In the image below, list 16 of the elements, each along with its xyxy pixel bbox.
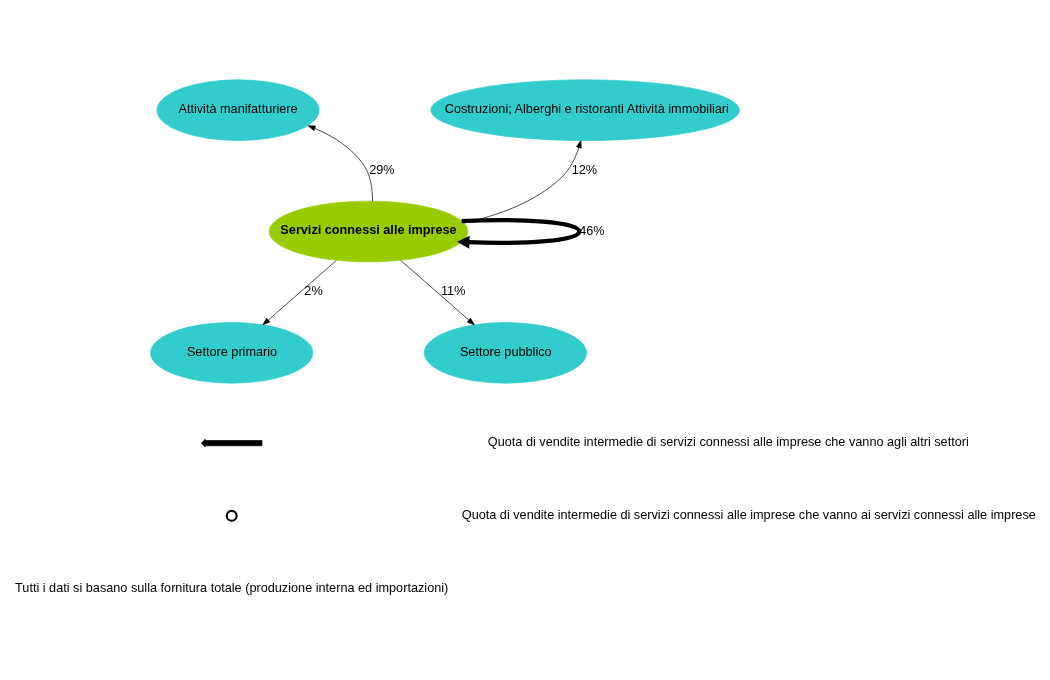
arrow [307,124,373,201]
edge-label: 12% [571,162,598,177]
arrow [457,217,582,249]
node-ellipse: Attività manifatturiere [156,78,320,141]
edge-label: 11% [440,283,466,298]
edge-label: 46% [579,223,605,238]
legend-label: Quota di vendite intermedie di servizi connessi alle imprese che vanno agli altri settori [487,434,969,449]
node-ellipse: Settore pubblico [423,321,587,384]
edge-label: 29% [369,162,395,177]
label: Tutti i dati si basano sulla fornitura totale (produzione interna ed importazioni) [15,580,449,595]
edge-label: 2% [304,283,323,298]
node-ellipse: Costruzioni; Alberghi e ristoranti Attività immobiliari [430,78,740,141]
node-ellipse: Settore primario [150,321,314,384]
arrow [262,259,337,325]
legend-label: Quota di vendite intermedie di servizi connessi alle imprese che vanno ai servizi connessi alle imprese [461,507,1036,522]
arrow [400,259,475,325]
